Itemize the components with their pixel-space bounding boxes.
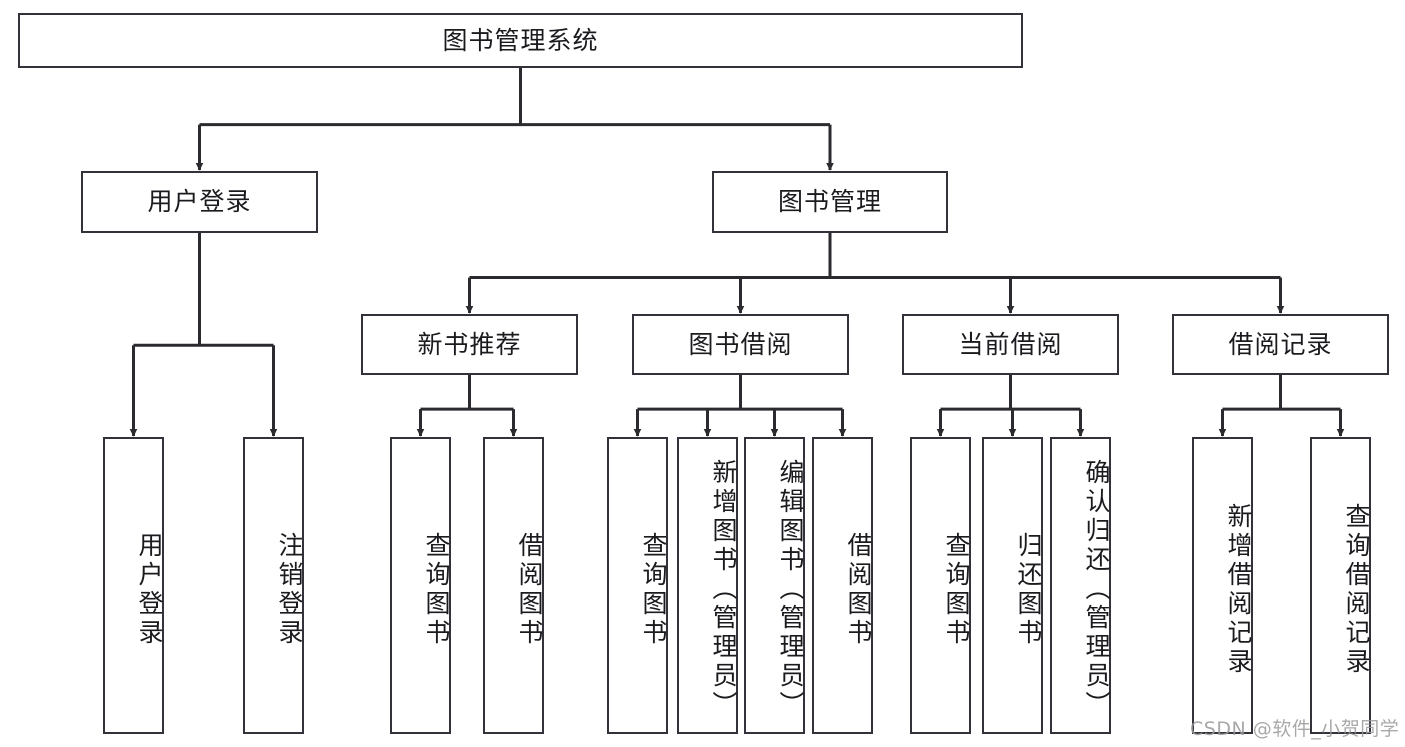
- node-leaf-borrow-book[interactable]: 借阅图书: [812, 437, 873, 734]
- node-leaf-query-book-cur[interactable]: 查询图书: [910, 437, 971, 734]
- node-label: 图书借阅: [688, 329, 793, 359]
- node-label: 新书推荐: [417, 329, 522, 359]
- node-leaf-query-book[interactable]: 查询图书: [607, 437, 668, 734]
- node-root[interactable]: 图书管理系统: [18, 13, 1023, 68]
- node-label: 图书管理: [777, 187, 882, 216]
- node-label: 查询借阅记录: [1342, 502, 1371, 677]
- node-leaf-borrow-book-rec[interactable]: 借阅图书: [483, 437, 544, 734]
- node-book-manage[interactable]: 图书管理: [712, 171, 948, 233]
- node-label: 新增借阅记录: [1224, 502, 1253, 677]
- node-leaf-query-book-rec[interactable]: 查询图书: [390, 437, 451, 734]
- node-leaf-confirm-return[interactable]: 确认归还（管理员）: [1050, 437, 1111, 734]
- node-label: 图书管理系统: [442, 25, 599, 55]
- watermark-text: CSDN @软件_小贺同学: [1190, 718, 1400, 740]
- node-label: 查询图书: [942, 531, 971, 648]
- node-leaf-logout[interactable]: 注销登录: [243, 437, 304, 734]
- node-leaf-query-record[interactable]: 查询借阅记录: [1310, 437, 1371, 734]
- node-leaf-return-book[interactable]: 归还图书: [982, 437, 1043, 734]
- node-book-borrow[interactable]: 图书借阅: [632, 314, 849, 375]
- node-borrow-record[interactable]: 借阅记录: [1172, 314, 1389, 375]
- node-label: 用户登录: [147, 187, 252, 216]
- node-label: 借阅记录: [1228, 329, 1333, 359]
- node-label: 查询图书: [422, 531, 451, 648]
- node-label: 归还图书: [1014, 531, 1043, 648]
- node-label: 当前借阅: [958, 329, 1063, 359]
- node-label: 查询图书: [639, 531, 668, 648]
- node-user-login[interactable]: 用户登录: [81, 171, 318, 233]
- node-leaf-add-record[interactable]: 新增借阅记录: [1192, 437, 1253, 734]
- node-label: 借阅图书: [515, 531, 544, 648]
- node-label: 新增图书（管理员）: [709, 459, 738, 720]
- node-leaf-edit-book[interactable]: 编辑图书（管理员）: [744, 437, 805, 734]
- node-label: 确认归还（管理员）: [1082, 459, 1111, 720]
- node-label: 编辑图书（管理员）: [776, 459, 805, 720]
- node-label: 用户登录: [135, 531, 164, 648]
- node-current-borrow[interactable]: 当前借阅: [902, 314, 1119, 375]
- node-leaf-user-login[interactable]: 用户登录: [103, 437, 164, 734]
- node-new-book-rec[interactable]: 新书推荐: [361, 314, 578, 375]
- node-leaf-add-book[interactable]: 新增图书（管理员）: [677, 437, 738, 734]
- node-label: 借阅图书: [844, 531, 873, 648]
- node-label: 注销登录: [275, 531, 304, 648]
